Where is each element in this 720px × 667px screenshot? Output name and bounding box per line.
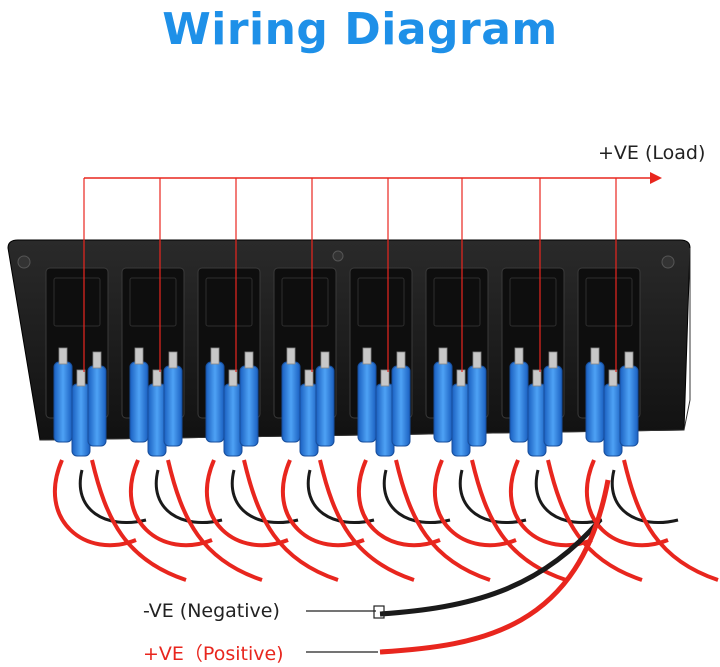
switch-rocker-outline xyxy=(129,277,177,327)
spade-terminal xyxy=(223,383,243,457)
jumper-wire-red xyxy=(281,459,365,548)
spade-terminal xyxy=(205,361,225,443)
switch-rocker-outline xyxy=(509,277,557,327)
spade-terminal xyxy=(619,365,639,447)
terminal-tab xyxy=(608,369,618,387)
jumper-wire-red xyxy=(129,459,213,548)
ground-wire-black xyxy=(154,469,223,525)
feed-wire-red xyxy=(470,459,567,582)
terminal-tab xyxy=(228,369,238,387)
ground-wire-black xyxy=(458,469,527,525)
negative-label: -VE (Negative) xyxy=(143,600,280,622)
switch-rocker-outline xyxy=(433,277,481,327)
terminal-tab xyxy=(590,347,600,365)
diagram-title: Wiring Diagram xyxy=(162,4,558,55)
terminal-tab xyxy=(472,351,482,369)
feed-wire-red xyxy=(90,459,187,582)
mounting-screw-left xyxy=(17,255,31,269)
feed-wire-red xyxy=(242,459,339,582)
terminal-tab xyxy=(548,351,558,369)
spade-terminal xyxy=(543,365,563,447)
spade-terminal xyxy=(391,365,411,447)
terminal-tab xyxy=(304,369,314,387)
jumper-wire-red xyxy=(433,459,517,548)
spade-terminal xyxy=(281,361,301,443)
feed-wire-red xyxy=(318,459,415,582)
spade-terminal xyxy=(315,365,335,447)
spade-terminal xyxy=(433,361,453,443)
terminal-tab xyxy=(244,351,254,369)
spade-terminal xyxy=(163,365,183,447)
ground-wire-black xyxy=(382,469,451,525)
terminal-tab xyxy=(152,369,162,387)
spade-terminal xyxy=(53,361,73,443)
jumper-wire-red xyxy=(53,459,137,548)
spade-terminal xyxy=(585,361,605,443)
negative-wire-end xyxy=(373,605,385,619)
ground-wire-black xyxy=(230,469,299,525)
mounting-screw-right xyxy=(661,255,675,269)
terminal-tab xyxy=(624,351,634,369)
switch-row xyxy=(45,267,719,582)
jumper-wire-red xyxy=(357,459,441,548)
spade-terminal xyxy=(603,383,623,457)
jumper-wire-red xyxy=(585,459,669,548)
spade-terminal xyxy=(527,383,547,457)
switch-rocker-outline xyxy=(205,277,253,327)
switch-rocker-outline xyxy=(281,277,329,327)
terminal-tab xyxy=(286,347,296,365)
terminal-tab xyxy=(456,369,466,387)
ground-wire-black xyxy=(306,469,375,525)
spade-terminal xyxy=(71,383,91,457)
ground-wire-black xyxy=(610,469,679,525)
terminal-tab xyxy=(134,347,144,365)
terminal-tab xyxy=(362,347,372,365)
terminal-tab xyxy=(380,369,390,387)
spade-terminal xyxy=(87,365,107,447)
terminal-tab xyxy=(396,351,406,369)
switch-rocker-outline xyxy=(357,277,405,327)
spade-terminal xyxy=(147,383,167,457)
load-label: +VE (Load) xyxy=(598,142,705,164)
feed-wire-red xyxy=(622,459,719,582)
feed-wire-red xyxy=(166,459,263,582)
terminal-tab xyxy=(58,347,68,365)
feed-wire-red xyxy=(546,459,643,582)
spade-terminal xyxy=(299,383,319,457)
switch-rocker-outline xyxy=(585,277,633,327)
load-bus xyxy=(83,172,662,372)
positive-lead-wire xyxy=(379,479,611,655)
spade-terminal xyxy=(375,383,395,457)
negative-lead-wire xyxy=(379,518,602,617)
ground-wire-black xyxy=(534,469,603,525)
feed-wire-red xyxy=(394,459,491,582)
spade-terminal xyxy=(509,361,529,443)
jumper-wire-red xyxy=(205,459,289,548)
mounting-screw-center xyxy=(332,250,344,262)
spade-terminal xyxy=(239,365,259,447)
terminal-tab xyxy=(92,351,102,369)
spade-terminal xyxy=(467,365,487,447)
positive-label: +VE（Positive) xyxy=(143,643,284,665)
terminal-tab xyxy=(76,369,86,387)
terminal-tab xyxy=(210,347,220,365)
supply-leads xyxy=(306,479,611,655)
spade-terminal xyxy=(357,361,377,443)
terminal-tab xyxy=(514,347,524,365)
switch-rocker-outline xyxy=(53,277,101,327)
terminal-tab xyxy=(438,347,448,365)
ground-wire-black xyxy=(78,469,147,525)
spade-terminal xyxy=(451,383,471,457)
terminal-tab xyxy=(320,351,330,369)
terminal-tab xyxy=(168,351,178,369)
spade-terminal xyxy=(129,361,149,443)
terminal-tab xyxy=(532,369,542,387)
